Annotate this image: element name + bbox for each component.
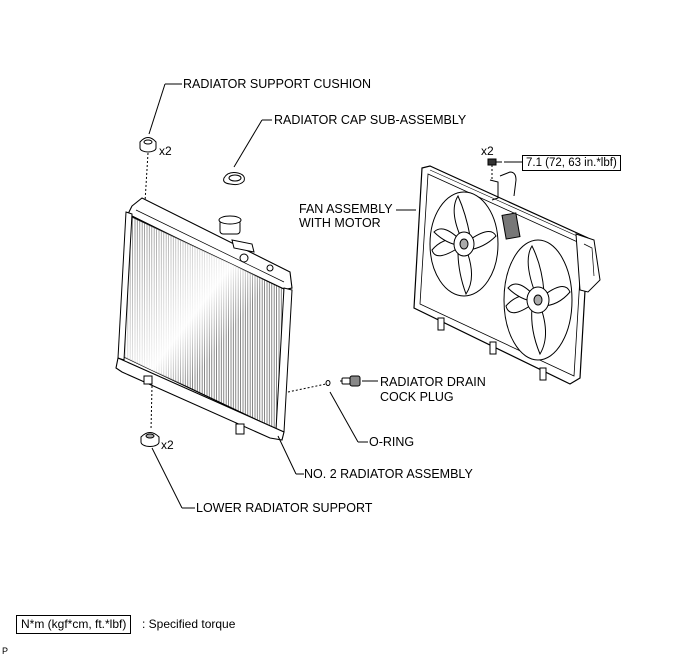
no2-radiator-leader-diag bbox=[277, 435, 297, 475]
radiator-cap bbox=[223, 172, 245, 186]
legend-description: : Specified torque bbox=[142, 617, 236, 631]
label-fan-assembly-line2: WITH MOTOR bbox=[299, 216, 381, 230]
label-radiator-cap: RADIATOR CAP SUB-ASSEMBLY bbox=[274, 113, 467, 127]
label-no2-radiator: NO. 2 RADIATOR ASSEMBLY bbox=[304, 467, 473, 481]
fan-motor-housing bbox=[575, 233, 601, 293]
lower-support-leader bbox=[151, 447, 183, 509]
label-drain-cock-line2: COCK PLUG bbox=[380, 390, 454, 404]
label-lower-support: LOWER RADIATOR SUPPORT bbox=[196, 501, 373, 515]
footer-code: P bbox=[2, 646, 9, 656]
radiator-lower-tank bbox=[115, 357, 285, 441]
qty-lower-support: x2 bbox=[161, 438, 174, 452]
radiator-filler-neck bbox=[218, 215, 274, 272]
o-ring bbox=[325, 380, 331, 386]
cushion-upper-dash bbox=[144, 152, 149, 203]
fan-assembly bbox=[413, 165, 601, 385]
label-o-ring: O-RING bbox=[369, 435, 415, 449]
label-radiator-support-cushion: RADIATOR SUPPORT CUSHION bbox=[183, 77, 371, 91]
label-drain-cock-line1: RADIATOR DRAIN bbox=[380, 375, 486, 389]
torque-value-box: 7.1 (72, 63 in.*lbf) bbox=[522, 155, 621, 171]
qty-upper-cushion: x2 bbox=[159, 144, 172, 158]
radiator-assembly bbox=[115, 197, 293, 441]
lower-support-dash bbox=[150, 385, 153, 431]
fan-1 bbox=[429, 191, 499, 297]
fan-bolt bbox=[487, 158, 502, 166]
fan-2 bbox=[503, 239, 573, 361]
legend-torque-unit: N*m (kgf*cm, ft.*lbf) bbox=[16, 615, 132, 634]
cap-leader-diag bbox=[233, 119, 263, 168]
o-ring-leader-diag bbox=[329, 391, 359, 443]
lower-radiator-support bbox=[140, 432, 160, 447]
radiator-left-frame bbox=[117, 211, 133, 361]
cushion-upper-leader-diag bbox=[148, 83, 166, 135]
label-fan-assembly-line1: FAN ASSEMBLY bbox=[299, 202, 393, 216]
drain-dash bbox=[287, 383, 327, 393]
radiator-drain-cock-plug bbox=[340, 375, 361, 387]
radiator-support-cushion-upper bbox=[139, 137, 157, 153]
qty-fan-bolt: x2 bbox=[481, 144, 494, 158]
